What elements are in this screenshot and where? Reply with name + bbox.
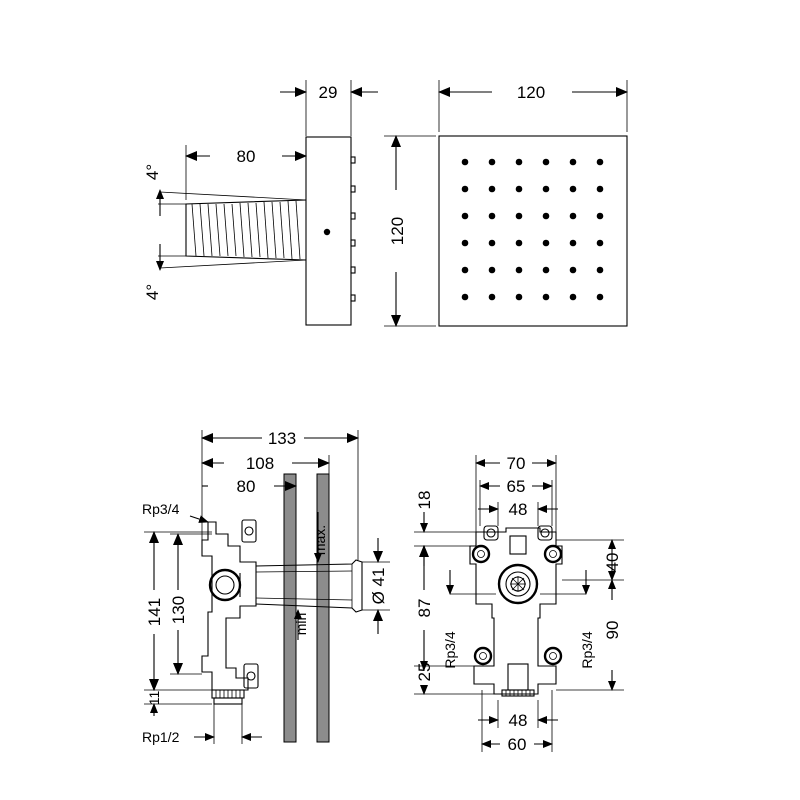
height-141-label: 141 — [145, 598, 164, 626]
inlet-bottom-label: Rp1/2 — [142, 729, 180, 745]
depth-label: 29 — [319, 83, 338, 102]
pivot-point — [323, 228, 331, 236]
width-70-label: 70 — [507, 454, 526, 473]
arm-cone — [185, 199, 307, 261]
nozzle-dot — [515, 293, 523, 301]
height-130-label: 130 — [169, 596, 188, 624]
nozzle-dot — [569, 212, 577, 220]
front-box-body — [469, 527, 563, 695]
nozzle-dot — [515, 158, 523, 166]
length-108-label: 108 — [246, 454, 274, 473]
nozzle-dot — [515, 185, 523, 193]
nozzle-grid — [461, 158, 604, 301]
nozzle-dot — [488, 239, 496, 247]
width-60-label: 60 — [508, 735, 527, 754]
nozzle-dot — [596, 266, 604, 274]
nozzle-dot — [461, 266, 469, 274]
nozzle-dot — [461, 158, 469, 166]
nozzle-dot — [569, 185, 577, 193]
nozzle-dot — [569, 239, 577, 247]
nozzle-dot — [488, 185, 496, 193]
outlet-pipe — [255, 559, 363, 613]
height-40-label: 40 — [603, 553, 622, 572]
nozzle-dot — [596, 185, 604, 193]
total-length-label: 133 — [268, 429, 296, 448]
outlet-ring — [208, 568, 242, 602]
nozzle-dot — [488, 212, 496, 220]
nozzle-dot — [515, 266, 523, 274]
nozzle-dot — [488, 158, 496, 166]
nozzle-dot — [461, 239, 469, 247]
shower-head-front-view: 120 120 — [384, 80, 628, 327]
height-25-label: 25 — [415, 663, 434, 682]
nozzle-dot — [596, 293, 604, 301]
nozzle-dot — [569, 158, 577, 166]
nozzle-dot — [488, 293, 496, 301]
min-label: min — [293, 613, 309, 636]
diameter-label: Ø 41 — [369, 568, 388, 605]
shower-head-side-view: 4° 4° 29 80 — [143, 80, 378, 326]
head-face — [438, 135, 628, 327]
mounting-box-front-view: 70 65 48 18 87 25 Rp3/4 Rp3/4 — [414, 454, 624, 754]
nozzle-dot — [542, 239, 550, 247]
angle-bottom-label: 4° — [143, 284, 162, 300]
nozzle-dot — [461, 293, 469, 301]
height-90-label: 90 — [603, 621, 622, 640]
centre-outlet — [497, 563, 539, 605]
nozzle-dot — [515, 239, 523, 247]
width-65-label: 65 — [507, 477, 526, 496]
arm-length-label: 80 — [237, 147, 256, 166]
box-body — [201, 521, 257, 691]
nozzle-dot — [596, 239, 604, 247]
nozzle-dot — [542, 266, 550, 274]
nozzle-dot — [515, 212, 523, 220]
height-label: 120 — [388, 217, 407, 245]
width-48-top-label: 48 — [509, 500, 528, 519]
wall-strip-max — [316, 473, 330, 743]
width-label: 120 — [517, 83, 545, 102]
head-body — [305, 136, 352, 326]
wall-strip-min — [283, 473, 297, 743]
offset-18-label: 18 — [415, 491, 434, 510]
nozzle-studs — [350, 156, 356, 302]
nozzle-dot — [542, 212, 550, 220]
inlet-top-label: Rp3/4 — [142, 501, 180, 517]
port-left-label: Rp3/4 — [442, 631, 458, 669]
port-right-label: Rp3/4 — [579, 631, 595, 669]
nozzle-dot — [569, 266, 577, 274]
width-48-bottom-label: 48 — [509, 711, 528, 730]
nozzle-dot — [542, 158, 550, 166]
nozzle-dot — [596, 212, 604, 220]
mounting-box-side-view: 133 108 80 Rp3/4 141 130 11 Rp1/2 — [142, 429, 390, 745]
nozzle-dot — [542, 185, 550, 193]
angle-top-label: 4° — [143, 164, 162, 180]
nozzle-dot — [461, 185, 469, 193]
max-label: max. — [312, 525, 328, 555]
nozzle-dot — [569, 293, 577, 301]
arm-ribs — [191, 200, 301, 260]
nozzle-dot — [488, 266, 496, 274]
offset-11-label: 11 — [146, 691, 162, 706]
nozzle-dot — [542, 293, 550, 301]
height-87-label: 87 — [415, 599, 434, 618]
length-80-label: 80 — [237, 477, 256, 496]
nozzle-dot — [596, 158, 604, 166]
nozzle-dot — [461, 212, 469, 220]
